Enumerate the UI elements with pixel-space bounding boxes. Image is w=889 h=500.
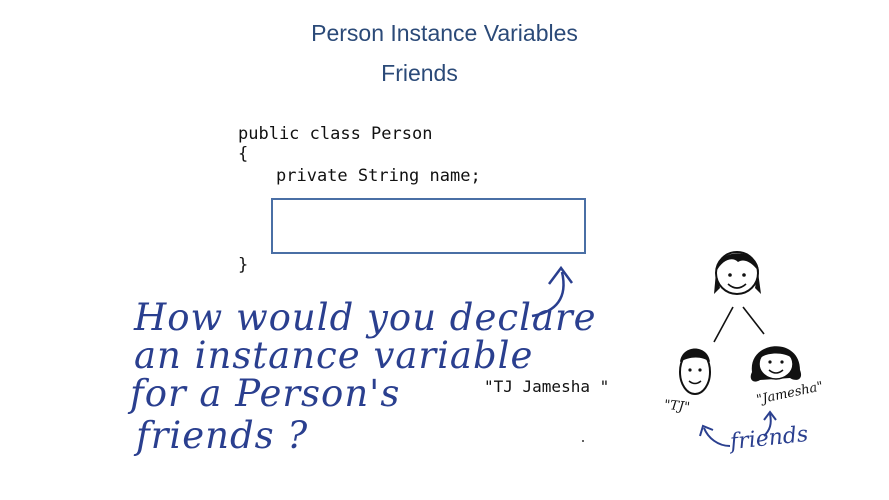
code-line-close-brace: }: [238, 255, 249, 275]
tj-label: "TJ": [663, 397, 691, 416]
code-line-open-brace: {: [238, 144, 249, 164]
question-line-3: for a Person's: [130, 372, 401, 415]
pointer-arrow-icon: [531, 271, 565, 318]
question-line-2: an instance variable: [134, 334, 534, 377]
question-line-1: How would you declare: [134, 296, 597, 339]
code-line-class-declaration: public class Person: [238, 124, 433, 144]
jamesha-face-icon: [750, 346, 802, 382]
example-friends-string: "TJ Jamesha ": [484, 377, 610, 396]
person-face-icon: [714, 251, 761, 295]
tj-face-icon: [679, 348, 711, 395]
question-line-4: friends ?: [136, 414, 309, 457]
code-line-name-field: private String name;: [276, 166, 481, 186]
page-subtitle: Friends: [381, 60, 458, 86]
answer-input-box[interactable]: [271, 198, 586, 254]
page-title: Person Instance Variables: [311, 20, 578, 46]
